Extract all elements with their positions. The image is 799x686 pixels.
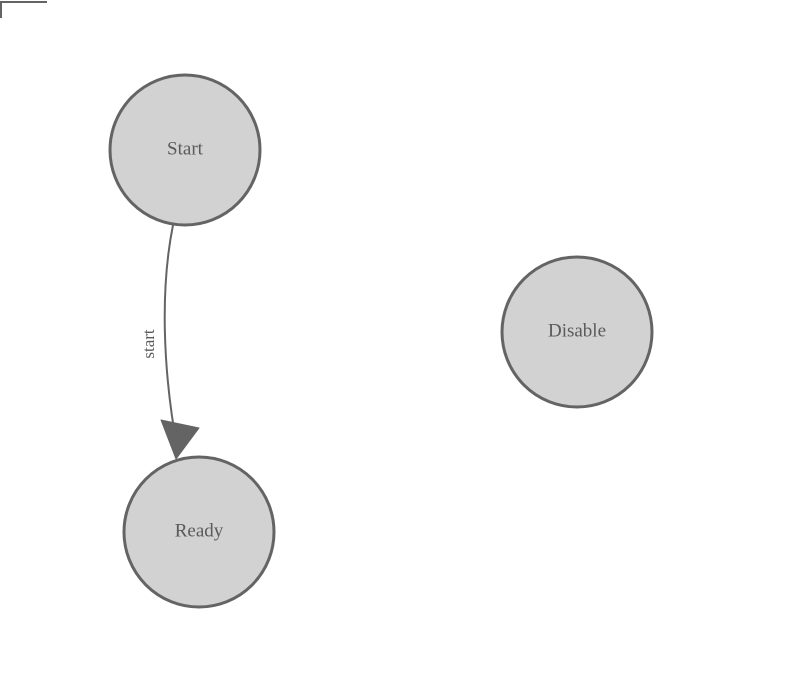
node-start-circle[interactable] [108,73,262,227]
arrowhead-icon [160,419,200,460]
node-disable[interactable]: Disable [500,255,654,409]
canvas-corner-mark-icon [0,1,47,18]
edge-start-to-ready[interactable]: start [139,224,200,460]
edge-path [163,224,178,448]
node-ready[interactable]: Ready [122,455,276,609]
node-ready-label: Ready [175,520,224,541]
edge-label-start: start [139,329,158,359]
node-start-label: Start [167,138,204,159]
node-disable-label: Disable [548,320,606,341]
node-ready-circle[interactable] [122,455,276,609]
node-start[interactable]: Start [108,73,262,227]
node-disable-circle[interactable] [500,255,654,409]
